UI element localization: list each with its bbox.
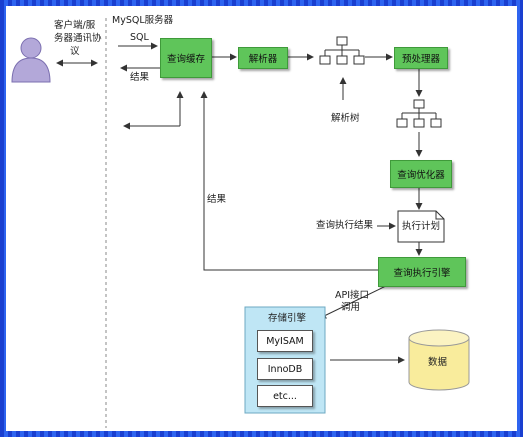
parse-tree-icon-2 xyxy=(396,99,442,128)
myisam-box: MyISAM xyxy=(257,330,313,352)
exec-engine-node: 查询执行引擎 xyxy=(378,257,466,287)
parse-tree-label: 解析树 xyxy=(331,113,360,124)
sql-label: SQL xyxy=(130,32,149,43)
parse-tree-icon xyxy=(319,36,365,65)
client-protocol-label-1: 客户端/服 xyxy=(54,20,96,31)
storage-engine-title: 存储引擎 xyxy=(268,313,307,324)
client-protocol-label-3: 议 xyxy=(70,46,80,57)
user-icon xyxy=(11,37,51,83)
exec-plan-document-shape xyxy=(397,210,445,243)
client-protocol-label-2: 务器通讯协 xyxy=(54,33,102,44)
exec-result-label: 查询执行结果 xyxy=(316,220,374,231)
optimizer-node: 查询优化器 xyxy=(390,160,452,188)
innodb-box: InnoDB xyxy=(257,358,313,380)
etc-box: etc... xyxy=(257,385,313,407)
result-label-left: 结果 xyxy=(207,194,227,205)
parser-node: 解析器 xyxy=(238,47,288,69)
engine-to-cache-arrow xyxy=(200,91,378,271)
api-label-1: API接口 xyxy=(335,290,370,301)
api-call-arrow xyxy=(319,283,391,319)
result-label-top: 结果 xyxy=(130,72,150,83)
exec-plan-node: 执行计划 xyxy=(402,221,441,232)
query-cache-node: 查询缓存 xyxy=(160,38,212,78)
database-cylinder-icon xyxy=(408,329,470,391)
preprocessor-node: 预处理器 xyxy=(394,47,448,69)
data-label: 数据 xyxy=(428,357,448,368)
api-label-2: 调用 xyxy=(341,302,361,313)
server-label: MySQL服务器 xyxy=(112,15,174,26)
